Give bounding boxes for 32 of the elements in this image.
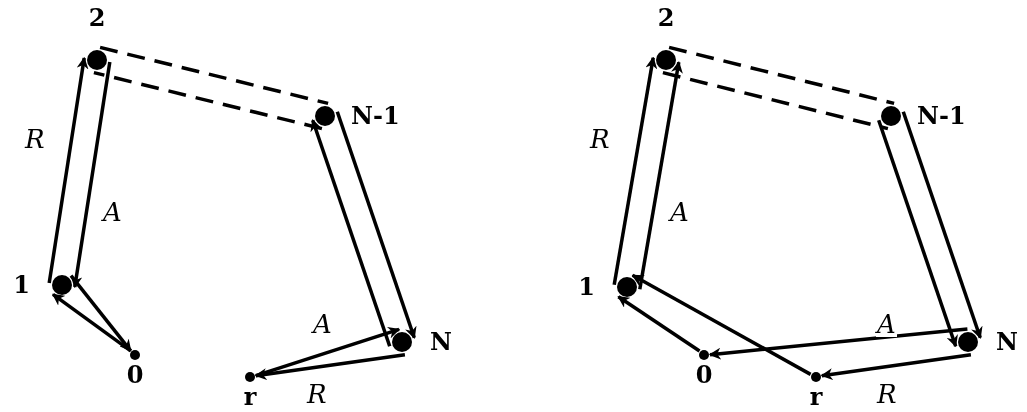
path-arrow bbox=[820, 352, 972, 381]
path-arrow bbox=[69, 274, 133, 352]
path-arrow bbox=[254, 352, 406, 381]
dashed-path-line bbox=[668, 45, 895, 106]
point-label: 2 bbox=[657, 6, 675, 30]
point-label: 0 bbox=[695, 363, 713, 387]
path-arrow bbox=[877, 119, 958, 348]
point-label: 0 bbox=[126, 363, 144, 387]
path-arrow bbox=[708, 327, 968, 360]
path-arrow bbox=[631, 273, 812, 376]
dashed-path-line bbox=[662, 70, 889, 131]
point-label: N bbox=[430, 330, 452, 354]
point-label: N-1 bbox=[917, 104, 966, 128]
path-arrow bbox=[335, 111, 417, 339]
path-arrow bbox=[310, 119, 392, 347]
point-label: 2 bbox=[88, 6, 106, 30]
dashed-path-line bbox=[93, 70, 323, 131]
edge-label: A bbox=[876, 311, 897, 337]
path-arrow bbox=[47, 56, 89, 284]
point-label: N bbox=[996, 330, 1018, 354]
point-label: r bbox=[243, 385, 257, 409]
dashed-path-line bbox=[99, 45, 329, 106]
point-label: r bbox=[809, 385, 823, 409]
point-label: 1 bbox=[13, 273, 30, 297]
path-arrow bbox=[617, 295, 701, 353]
path-arrow bbox=[612, 56, 658, 286]
path-arrow bbox=[70, 61, 112, 289]
path-arrow bbox=[255, 326, 401, 378]
path-arrow bbox=[901, 111, 983, 339]
point-label: 1 bbox=[578, 275, 595, 299]
point-label: N-1 bbox=[351, 104, 400, 128]
path-arrow bbox=[638, 61, 683, 290]
